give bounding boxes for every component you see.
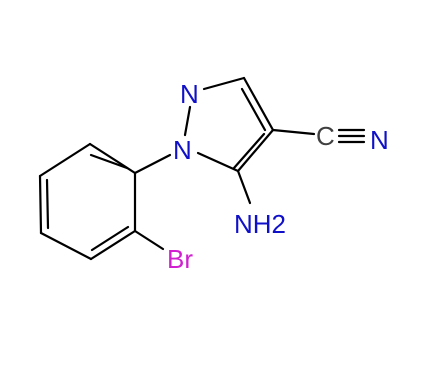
bond-c3-c4 <box>242 76 275 132</box>
bond-ph-br <box>133 229 165 251</box>
bond-c3-c4-inner <box>240 87 267 132</box>
atom-br-label: Br <box>167 244 193 274</box>
atom-n1-label: N <box>173 135 192 165</box>
bond-ph-d-e <box>39 231 93 261</box>
bond-c4-c5 <box>236 128 275 173</box>
atom-n-nitrile-label: N <box>370 125 389 155</box>
bond-ph-e-f <box>89 229 137 261</box>
bond-c4-c5-inner <box>232 132 266 170</box>
bond-n1-n2 <box>183 105 192 137</box>
bond-ph-a-b-inner <box>89 153 129 170</box>
atom-c-nitrile-label: C <box>316 121 335 151</box>
atom-n2-label: N <box>180 79 199 109</box>
bond-ph-a-b <box>88 142 137 175</box>
bond-c5-n1 <box>196 151 240 173</box>
bond-n1-phenyl <box>133 153 172 175</box>
atom-amino-label: NH2 <box>234 209 286 239</box>
bond-n2-c3 <box>202 76 246 91</box>
bond-ph-c-d <box>38 174 43 235</box>
bond-ph-e-f-inner <box>90 225 130 252</box>
bond-ph-c-d-inner <box>45 178 50 230</box>
bond-c4-cn <box>271 128 316 136</box>
bond-ph-b-c <box>38 142 92 178</box>
bond-c5-nh2 <box>236 169 252 205</box>
